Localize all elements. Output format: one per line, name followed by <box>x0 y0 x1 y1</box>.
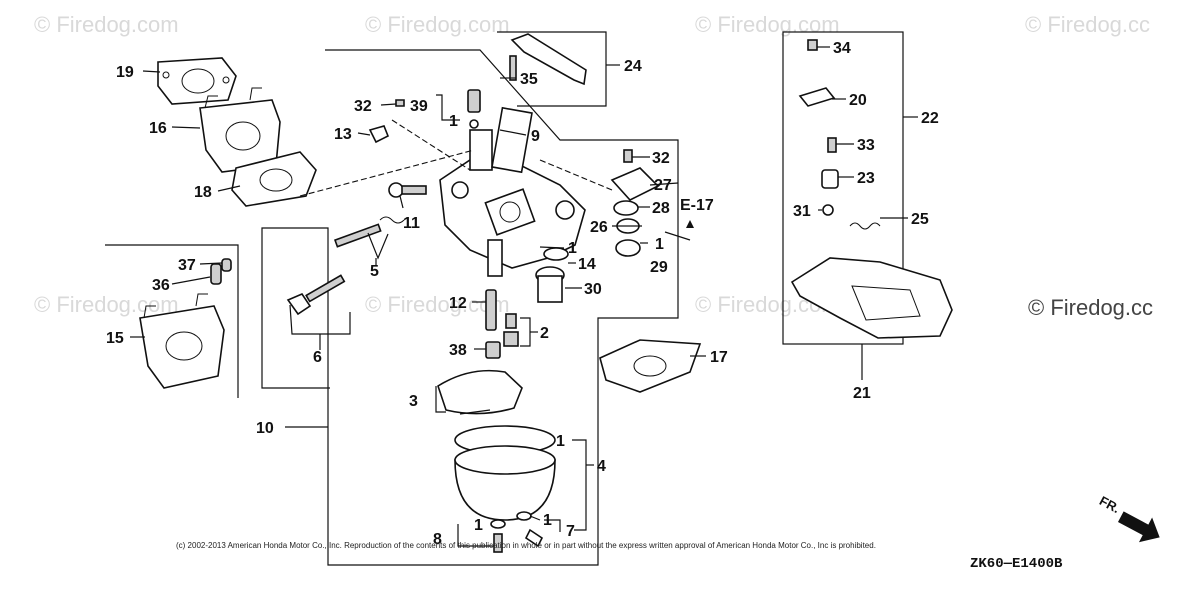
callout-12: 12 <box>449 295 467 312</box>
callout-21: 21 <box>853 385 871 402</box>
callout-29: 29 <box>650 259 668 276</box>
carburetor-body <box>439 106 586 277</box>
jet-12 <box>485 289 497 331</box>
screw-5 <box>333 216 405 248</box>
float-3 <box>437 369 523 415</box>
callout-7: 7 <box>566 523 575 540</box>
callout-1f: 1 <box>556 433 565 450</box>
watermark: © Firedog.com <box>34 12 179 37</box>
direction-label: FR. <box>1097 493 1123 516</box>
callout-30: 30 <box>584 281 602 298</box>
callout-31: 31 <box>793 203 811 220</box>
callout-39: 39 <box>410 98 428 115</box>
callout-26: 26 <box>590 219 608 236</box>
choke-group-box <box>782 31 904 345</box>
callout-6: 6 <box>313 349 322 366</box>
callout-19: 19 <box>116 64 134 81</box>
seat-29 <box>615 239 641 257</box>
callout-20: 20 <box>849 92 867 109</box>
bolt-23 <box>821 169 839 189</box>
callout-1e: 1 <box>543 512 552 529</box>
callout-28: 28 <box>652 200 670 217</box>
callout-15: 15 <box>106 330 124 347</box>
side-watermark: © Firedog.cc <box>1028 295 1153 320</box>
diagram-code: ZK60—E1400B <box>970 556 1063 572</box>
screw-32b <box>623 149 633 163</box>
callout-4: 4 <box>597 458 606 475</box>
callout-3: 3 <box>409 393 418 410</box>
drain-washer-8 <box>490 519 506 553</box>
insulator-group-line <box>105 244 239 398</box>
watermark: © Firedog.com <box>695 12 840 37</box>
watermark: © Firedog.cc <box>1025 12 1150 37</box>
spring-25 <box>849 222 881 230</box>
callout-2: 2 <box>540 325 549 342</box>
arrow-up-icon <box>686 220 694 228</box>
callout-9: 9 <box>531 128 540 145</box>
callout-38: 38 <box>449 342 467 359</box>
needle-2 <box>503 313 519 347</box>
screw-11 <box>388 182 427 198</box>
throttle-lever-24 <box>509 33 587 86</box>
callout-36: 36 <box>152 277 170 294</box>
screw-33 <box>827 137 837 153</box>
callout-17: 17 <box>710 349 728 366</box>
callout-1c: 1 <box>655 236 664 253</box>
arrow-right-icon <box>1117 511 1160 543</box>
callout-1b: 1 <box>568 240 577 257</box>
lever-20 <box>798 87 836 107</box>
leader-lines <box>130 46 918 547</box>
callout-27: 27 <box>654 177 672 194</box>
callout-22: 22 <box>921 110 939 127</box>
callout-1d: 1 <box>474 517 483 534</box>
callout-35: 35 <box>520 71 538 88</box>
clip-31 <box>822 204 834 216</box>
screw-6 <box>286 274 346 316</box>
callout-32b: 32 <box>652 150 670 167</box>
pin-37 <box>221 258 232 272</box>
callout-5: 5 <box>370 263 379 280</box>
choke-plate-21 <box>790 257 953 339</box>
cover-27 <box>610 167 660 201</box>
insulator-15 <box>139 293 225 389</box>
callout-34: 34 <box>833 40 851 57</box>
callout-32: 32 <box>354 98 372 115</box>
screw-32 <box>395 99 405 107</box>
callout-16: 16 <box>149 120 167 137</box>
front-direction-arrow: FR. <box>1097 493 1160 543</box>
screw-39 <box>467 89 481 129</box>
o-ring-14 <box>543 247 569 261</box>
copyright-notice: (c) 2002-2013 American Honda Motor Co., … <box>176 541 876 550</box>
diaphragm-30 <box>535 266 565 303</box>
pin-36 <box>210 263 222 285</box>
callout-13: 13 <box>334 126 352 143</box>
callout-33: 33 <box>857 137 875 154</box>
watermark: © Firedog.com <box>34 292 179 317</box>
watermark: © Firedog.com <box>365 12 510 37</box>
float-chamber-4 <box>454 425 556 521</box>
reference-e17: E-17 <box>680 197 714 214</box>
spring-28 <box>613 200 639 216</box>
callout-18: 18 <box>194 184 212 201</box>
drain-bolt-7 <box>516 511 544 548</box>
gasket-19 <box>157 57 237 105</box>
callout-24: 24 <box>624 58 642 75</box>
callout-14: 14 <box>578 256 596 273</box>
callout-23: 23 <box>857 170 875 187</box>
gasket-18 <box>231 151 317 207</box>
callout-25: 25 <box>911 211 929 228</box>
callout-37: 37 <box>178 257 196 274</box>
clip-13 <box>368 125 390 144</box>
screw-34 <box>807 39 818 51</box>
gasket-17 <box>599 339 702 393</box>
lever-group-line <box>497 31 607 107</box>
group-outline <box>261 49 679 566</box>
callout-1: 1 <box>449 113 458 130</box>
callout-10: 10 <box>256 420 274 437</box>
callout-8: 8 <box>433 531 442 548</box>
main-jet-38 <box>485 341 501 359</box>
callout-11: 11 <box>403 215 420 232</box>
